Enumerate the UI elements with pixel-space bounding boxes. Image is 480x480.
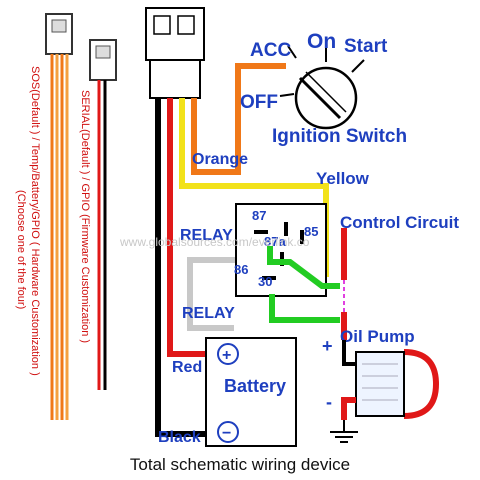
ignition-switch-title: Ignition Switch	[272, 126, 407, 147]
sos-side-label: SOS(Default ) / Temp/Battery/GPIO ( Hard…	[29, 66, 41, 376]
yellow-wire-label: Yellow	[316, 169, 370, 188]
red-wire	[167, 98, 206, 357]
serial-connector	[89, 39, 117, 390]
black-wire	[155, 98, 206, 437]
relay-pin-85: 85	[304, 224, 318, 239]
watermark: www.globalsources.com/everlink.co	[119, 235, 310, 249]
battery-plus-symbol: +	[222, 347, 231, 364]
green-wire	[267, 246, 340, 323]
pump-minus-symbol: -	[326, 392, 332, 412]
ignition-off-label: OFF	[240, 92, 278, 113]
pump-plus-symbol: +	[322, 336, 333, 356]
control-circuit-label: Control Circuit	[340, 213, 459, 232]
orange-wire-label: Orange	[192, 151, 248, 168]
relay-pin-86: 86	[234, 262, 248, 277]
battery	[205, 337, 297, 447]
diagram-caption: Total schematic wiring device	[130, 455, 350, 474]
relay-pin-87a: 87a	[264, 234, 286, 249]
grey-wire	[187, 257, 240, 331]
oil-pump-label: Oil Pump	[340, 327, 415, 346]
relay-pin-87: 87	[252, 208, 266, 223]
relay-label-bottom: RELAY	[182, 305, 235, 322]
sos-side-note: (Choose one of the four)	[15, 190, 27, 309]
battery-label: Battery	[224, 376, 286, 396]
relay-label-top: RELAY	[180, 227, 233, 244]
device-main-connector	[145, 7, 205, 99]
serial-side-label: SERIAL(Default ) / GPIO (Firmware Custom…	[79, 90, 91, 343]
ignition-start-label: Start	[344, 36, 388, 57]
battery-minus-symbol: −	[222, 425, 231, 442]
red-wire-label: Red	[172, 359, 202, 376]
relay-pin-30: 30	[258, 274, 272, 289]
ground-icon	[330, 431, 358, 443]
ignition-switch	[279, 45, 365, 130]
oil-pump	[341, 340, 440, 432]
sos-connector	[45, 13, 73, 420]
ignition-acc-label: ACC	[250, 40, 291, 61]
ignition-on-label: On	[307, 30, 336, 53]
orange-wire	[191, 63, 286, 175]
black-wire-label: Black	[158, 429, 201, 446]
